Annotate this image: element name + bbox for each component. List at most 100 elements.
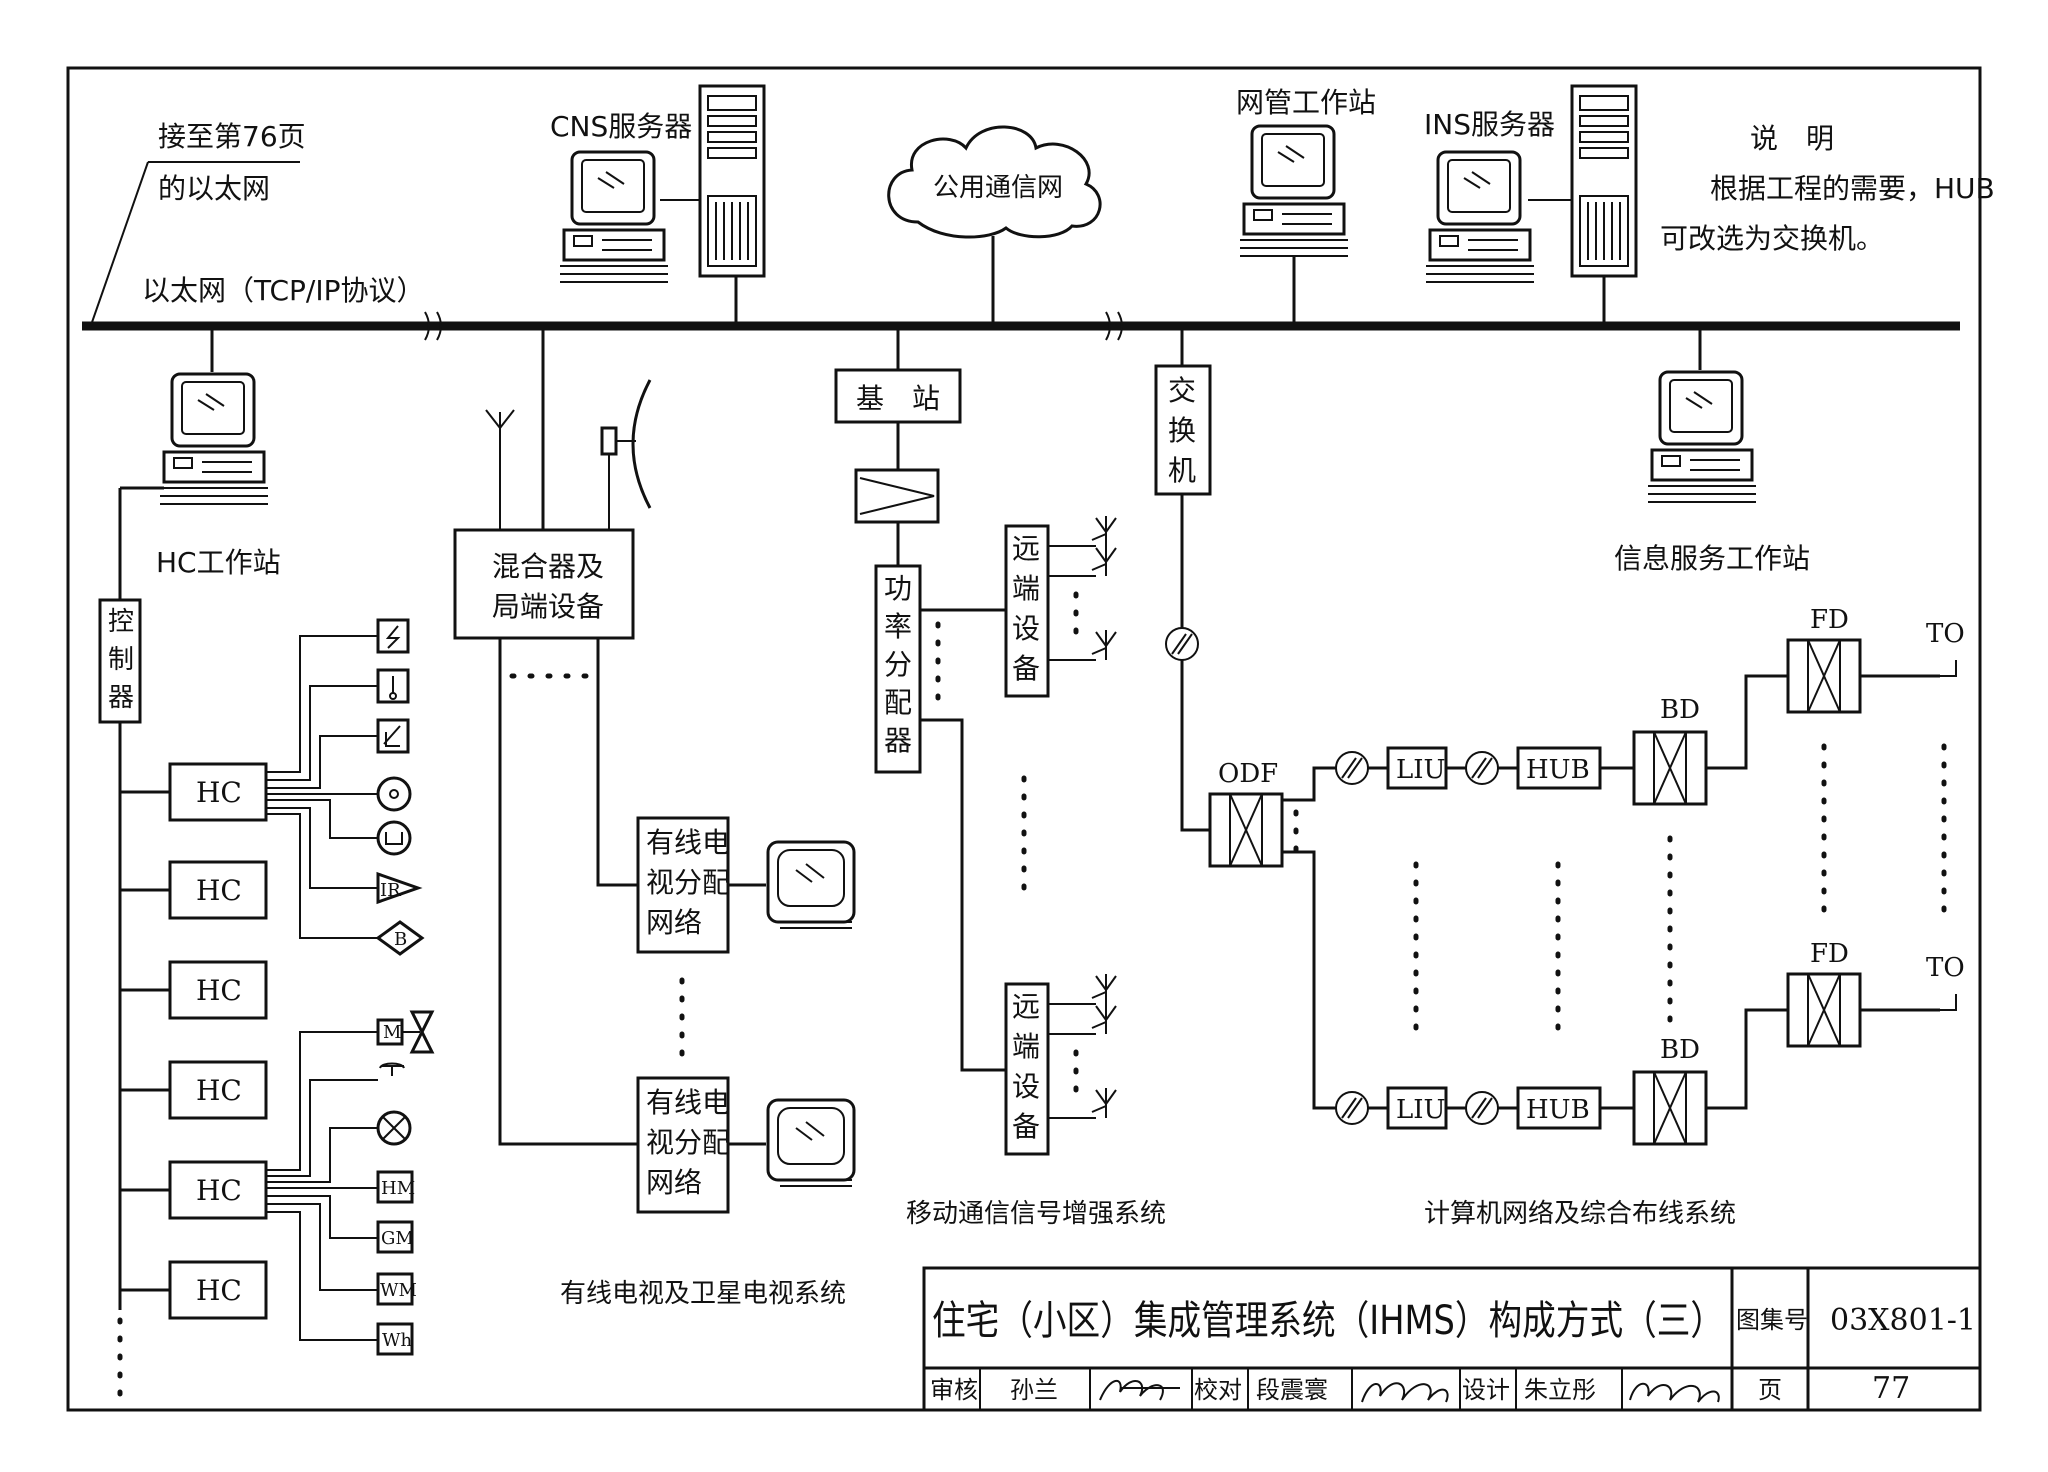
b-detector-icon	[375, 920, 425, 956]
gas-meter-label: GM	[381, 1228, 414, 1249]
note-title: 说 明	[1750, 122, 1834, 155]
odf-patch-icon	[1208, 792, 1284, 868]
odf-label: ODF	[1218, 759, 1278, 789]
title-block	[922, 1266, 1982, 1412]
info-service-workstation-icon	[1646, 370, 1758, 504]
remote-antenna-2b-icon	[1091, 1003, 1117, 1035]
hc-workstation-label: HC工作站	[156, 546, 281, 579]
computer-system-caption: 计算机网络及综合布线系统	[1424, 1199, 1736, 1229]
watt-hour-meter-icon	[376, 1322, 414, 1356]
to-upper-label: TO	[1926, 619, 1965, 649]
hc-box-1	[168, 762, 268, 822]
fiber-lower-1-icon	[1335, 1091, 1369, 1125]
bd-upper-patch-icon	[1632, 730, 1708, 806]
liu-lower-label: LIU	[1396, 1095, 1445, 1125]
watt-hour-meter-label: Wh	[382, 1330, 413, 1351]
heat-meter-icon	[376, 1170, 414, 1204]
checker-name: 段震寰	[1256, 1376, 1328, 1404]
review-label: 审核	[930, 1376, 978, 1404]
hc-boxes: HC HC HC HC HC HC	[120, 762, 268, 1320]
tv-icon-2	[766, 1098, 856, 1188]
public-network-cloud-icon	[887, 125, 1102, 239]
tv-icon-1	[766, 840, 856, 930]
nms-workstation-icon	[1238, 124, 1350, 258]
power-divider-label: 功率分配器	[884, 572, 912, 757]
switch-label: 交换机	[1168, 374, 1196, 487]
page-label: 页	[1758, 1376, 1782, 1404]
water-meter-icon	[376, 1272, 414, 1306]
base-station-label: 基 站	[856, 382, 940, 415]
mixer-label-line2: 局端设备	[492, 590, 604, 623]
to-lower-label: TO	[1926, 953, 1965, 983]
base-station-box	[834, 368, 962, 424]
info-service-workstation-label: 信息服务工作站	[1614, 542, 1810, 575]
to-upper-outlet-icon	[1940, 660, 1957, 677]
catv-net1-line2: 视分配	[646, 866, 730, 899]
hc-box-4-label: HC	[196, 1074, 242, 1107]
ir-detector-label: IR	[380, 880, 401, 901]
remote-device-2-label: 远端设备	[1012, 990, 1040, 1143]
check-label: 校对	[1194, 1376, 1242, 1404]
hc-box-3-label: HC	[196, 974, 242, 1007]
power-divider-box	[874, 564, 922, 774]
remote-antenna-1c-icon	[1091, 629, 1117, 661]
checker-signature	[1361, 1382, 1449, 1403]
ethernet-ref-line1: 接至第76页	[158, 120, 306, 153]
fiber-upper-2-icon	[1465, 751, 1499, 785]
amplifier-box	[854, 468, 940, 524]
ins-server-pc-icon	[1424, 150, 1536, 284]
lamp-icon	[376, 1110, 412, 1146]
fiber-upper-1-icon	[1335, 751, 1369, 785]
bus-break-marks	[424, 311, 1123, 341]
liu-box-upper	[1386, 746, 1448, 790]
smoke-detector-icon	[376, 618, 410, 654]
hc5-sensor-wiring	[266, 1031, 378, 1341]
water-meter-label: WM	[380, 1280, 417, 1301]
hc1-sensor-wiring	[266, 635, 378, 939]
hc-box-1-label: HC	[196, 776, 242, 809]
ins-server-label: INS服务器	[1424, 108, 1555, 141]
mixer-headend-box	[453, 528, 635, 640]
satellite-dish-icon	[600, 379, 652, 530]
note-line1: 根据工程的需要，HUB	[1710, 172, 1995, 205]
hc-box-4	[168, 1060, 268, 1120]
hub-lower-label: HUB	[1526, 1095, 1590, 1125]
remote-antenna-2c-icon	[1091, 1087, 1117, 1119]
gas-detector-icon	[376, 718, 410, 754]
controller-label: 控制器	[108, 607, 134, 713]
catv-net2-line2: 视分配	[646, 1126, 730, 1159]
catv-net1-line3: 网络	[646, 906, 702, 939]
designer-name: 朱立彤	[1524, 1376, 1596, 1404]
fd-upper-patch-icon	[1786, 638, 1862, 714]
motor-valve-label: M	[383, 1022, 401, 1043]
fiber-lower-2-icon	[1465, 1091, 1499, 1125]
page-number: 77	[1872, 1371, 1910, 1406]
hc-box-6	[168, 1260, 268, 1320]
catv-net2-line3: 网络	[646, 1166, 702, 1199]
faucet-icon	[379, 1062, 405, 1076]
catv-net2-line1: 有线电	[646, 1086, 730, 1119]
remote-antenna-2a-icon	[1091, 973, 1117, 1005]
atlas-no-label: 图集号	[1736, 1306, 1808, 1334]
ethernet-ref-line2: 的以太网	[158, 172, 270, 205]
ethernet-ref-leader	[89, 161, 149, 329]
drawing-title: 住宅（小区）集成管理系统（IHMS）构成方式（三）	[932, 1298, 1724, 1344]
mobile-system-caption: 移动通信信号增强系统	[906, 1199, 1166, 1229]
fd-lower-patch-icon	[1786, 972, 1862, 1048]
hub-box-lower	[1516, 1086, 1602, 1130]
fd-upper-label: FD	[1810, 605, 1849, 635]
hc-box-5	[168, 1160, 268, 1220]
atlas-no-value: 03X801-1	[1830, 1303, 1976, 1338]
remote-antenna-1a-icon	[1091, 515, 1117, 547]
remote-antenna-1b-icon	[1091, 545, 1117, 577]
cns-server-tower-icon	[698, 84, 766, 278]
bd-lower-patch-icon	[1632, 1070, 1708, 1146]
reviewer-signature	[1099, 1380, 1180, 1401]
liu-upper-label: LIU	[1396, 755, 1445, 785]
hc-box-2-label: HC	[196, 874, 242, 907]
remote-device-1-label: 远端设备	[1012, 532, 1040, 685]
designer-signature	[1629, 1382, 1720, 1403]
ins-server-tower-icon	[1570, 84, 1638, 278]
design-label: 设计	[1462, 1376, 1510, 1404]
hub-upper-label: HUB	[1526, 755, 1590, 785]
